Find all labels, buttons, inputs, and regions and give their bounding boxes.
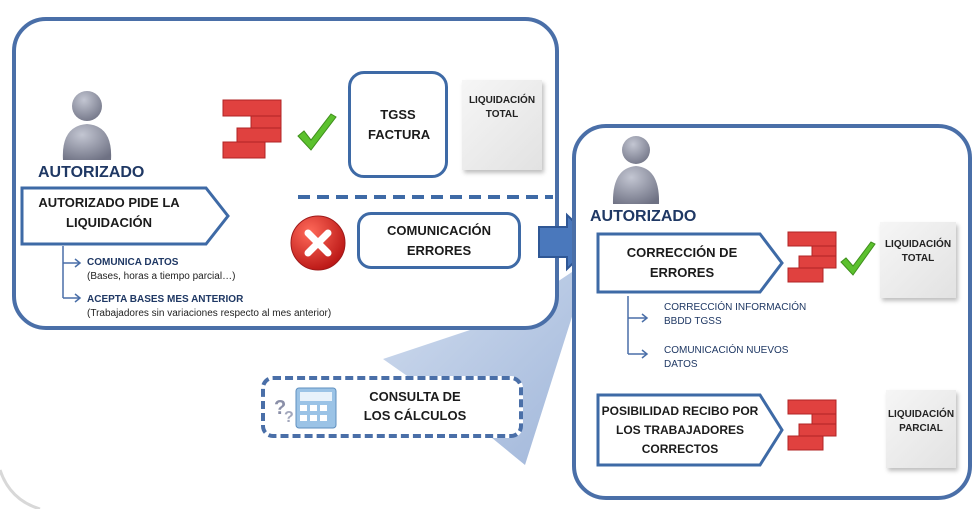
doc-liquidacion-total-left: LIQUIDACIÓN TOTAL <box>462 80 542 170</box>
comunicacion-errores-label: COMUNICACIÓN ERRORES <box>387 222 491 258</box>
request-label: AUTORIZADO PIDE LA LIQUIDACIÓN <box>38 195 180 230</box>
receipt-label: POSIBILIDAD RECIBO POR LOS TRABAJADORES … <box>601 404 759 456</box>
correction-arrow-shape <box>596 232 784 294</box>
svg-text:?: ? <box>274 397 286 419</box>
left-role-label: AUTORIZADO <box>38 164 145 181</box>
left-tree-lines <box>62 246 82 303</box>
doc-total-label-left: LIQUIDACIÓN TOTAL <box>468 95 536 120</box>
correction-label: CORRECCIÓN DE ERRORES <box>626 245 738 280</box>
svg-text:?: ? <box>284 409 294 426</box>
doc-liquidacion-parcial: LIQUIDACIÓN PARCIAL <box>886 390 956 468</box>
doc-partial-label: LIQUIDACIÓN PARCIAL <box>887 409 955 434</box>
right-sub2: COMUNICACIÓN NUEVOS DATOS <box>664 345 789 370</box>
calculator-icon: ? ? <box>274 387 337 429</box>
tgss-factura-box: TGSS FACTURA <box>348 71 448 178</box>
user-icon <box>62 91 112 160</box>
error-x-icon <box>290 215 346 271</box>
right-sub1: CORRECCIÓN INFORMACIÓN BBDD TGSS <box>664 302 807 327</box>
right-role-label: AUTORIZADO <box>590 208 697 225</box>
item2-title: ACEPTA BASES MES ANTERIOR <box>87 294 244 305</box>
tgss-logo-icon <box>222 99 282 159</box>
tgss-logo-icon-partial <box>787 399 837 451</box>
check-icon-right <box>840 241 876 276</box>
item1-title: COMUNICA DATOS <box>87 257 179 268</box>
user-icon-right <box>612 136 660 204</box>
tgss-factura-label: TGSS FACTURA <box>368 106 431 142</box>
tgss-logo-icon-right <box>787 231 837 283</box>
doc-total-label-right: LIQUIDACIÓN TOTAL <box>884 239 952 264</box>
receipt-arrow-shape <box>596 393 784 467</box>
request-arrow-shape <box>20 186 230 246</box>
right-tree-lines <box>627 296 649 359</box>
left-panel <box>12 17 559 330</box>
item1-sub: (Bases, horas a tiempo parcial…) <box>87 271 236 282</box>
consulta-label: CONSULTA DE LOS CÁLCULOS <box>363 389 467 423</box>
doc-liquidacion-total-right: LIQUIDACIÓN TOTAL <box>880 222 956 298</box>
item2-sub: (Trabajadores sin variaciones respecto a… <box>87 308 332 319</box>
comunicacion-errores-box: COMUNICACIÓN ERRORES <box>357 212 521 269</box>
dashed-separator <box>298 195 553 199</box>
check-icon <box>297 113 337 151</box>
